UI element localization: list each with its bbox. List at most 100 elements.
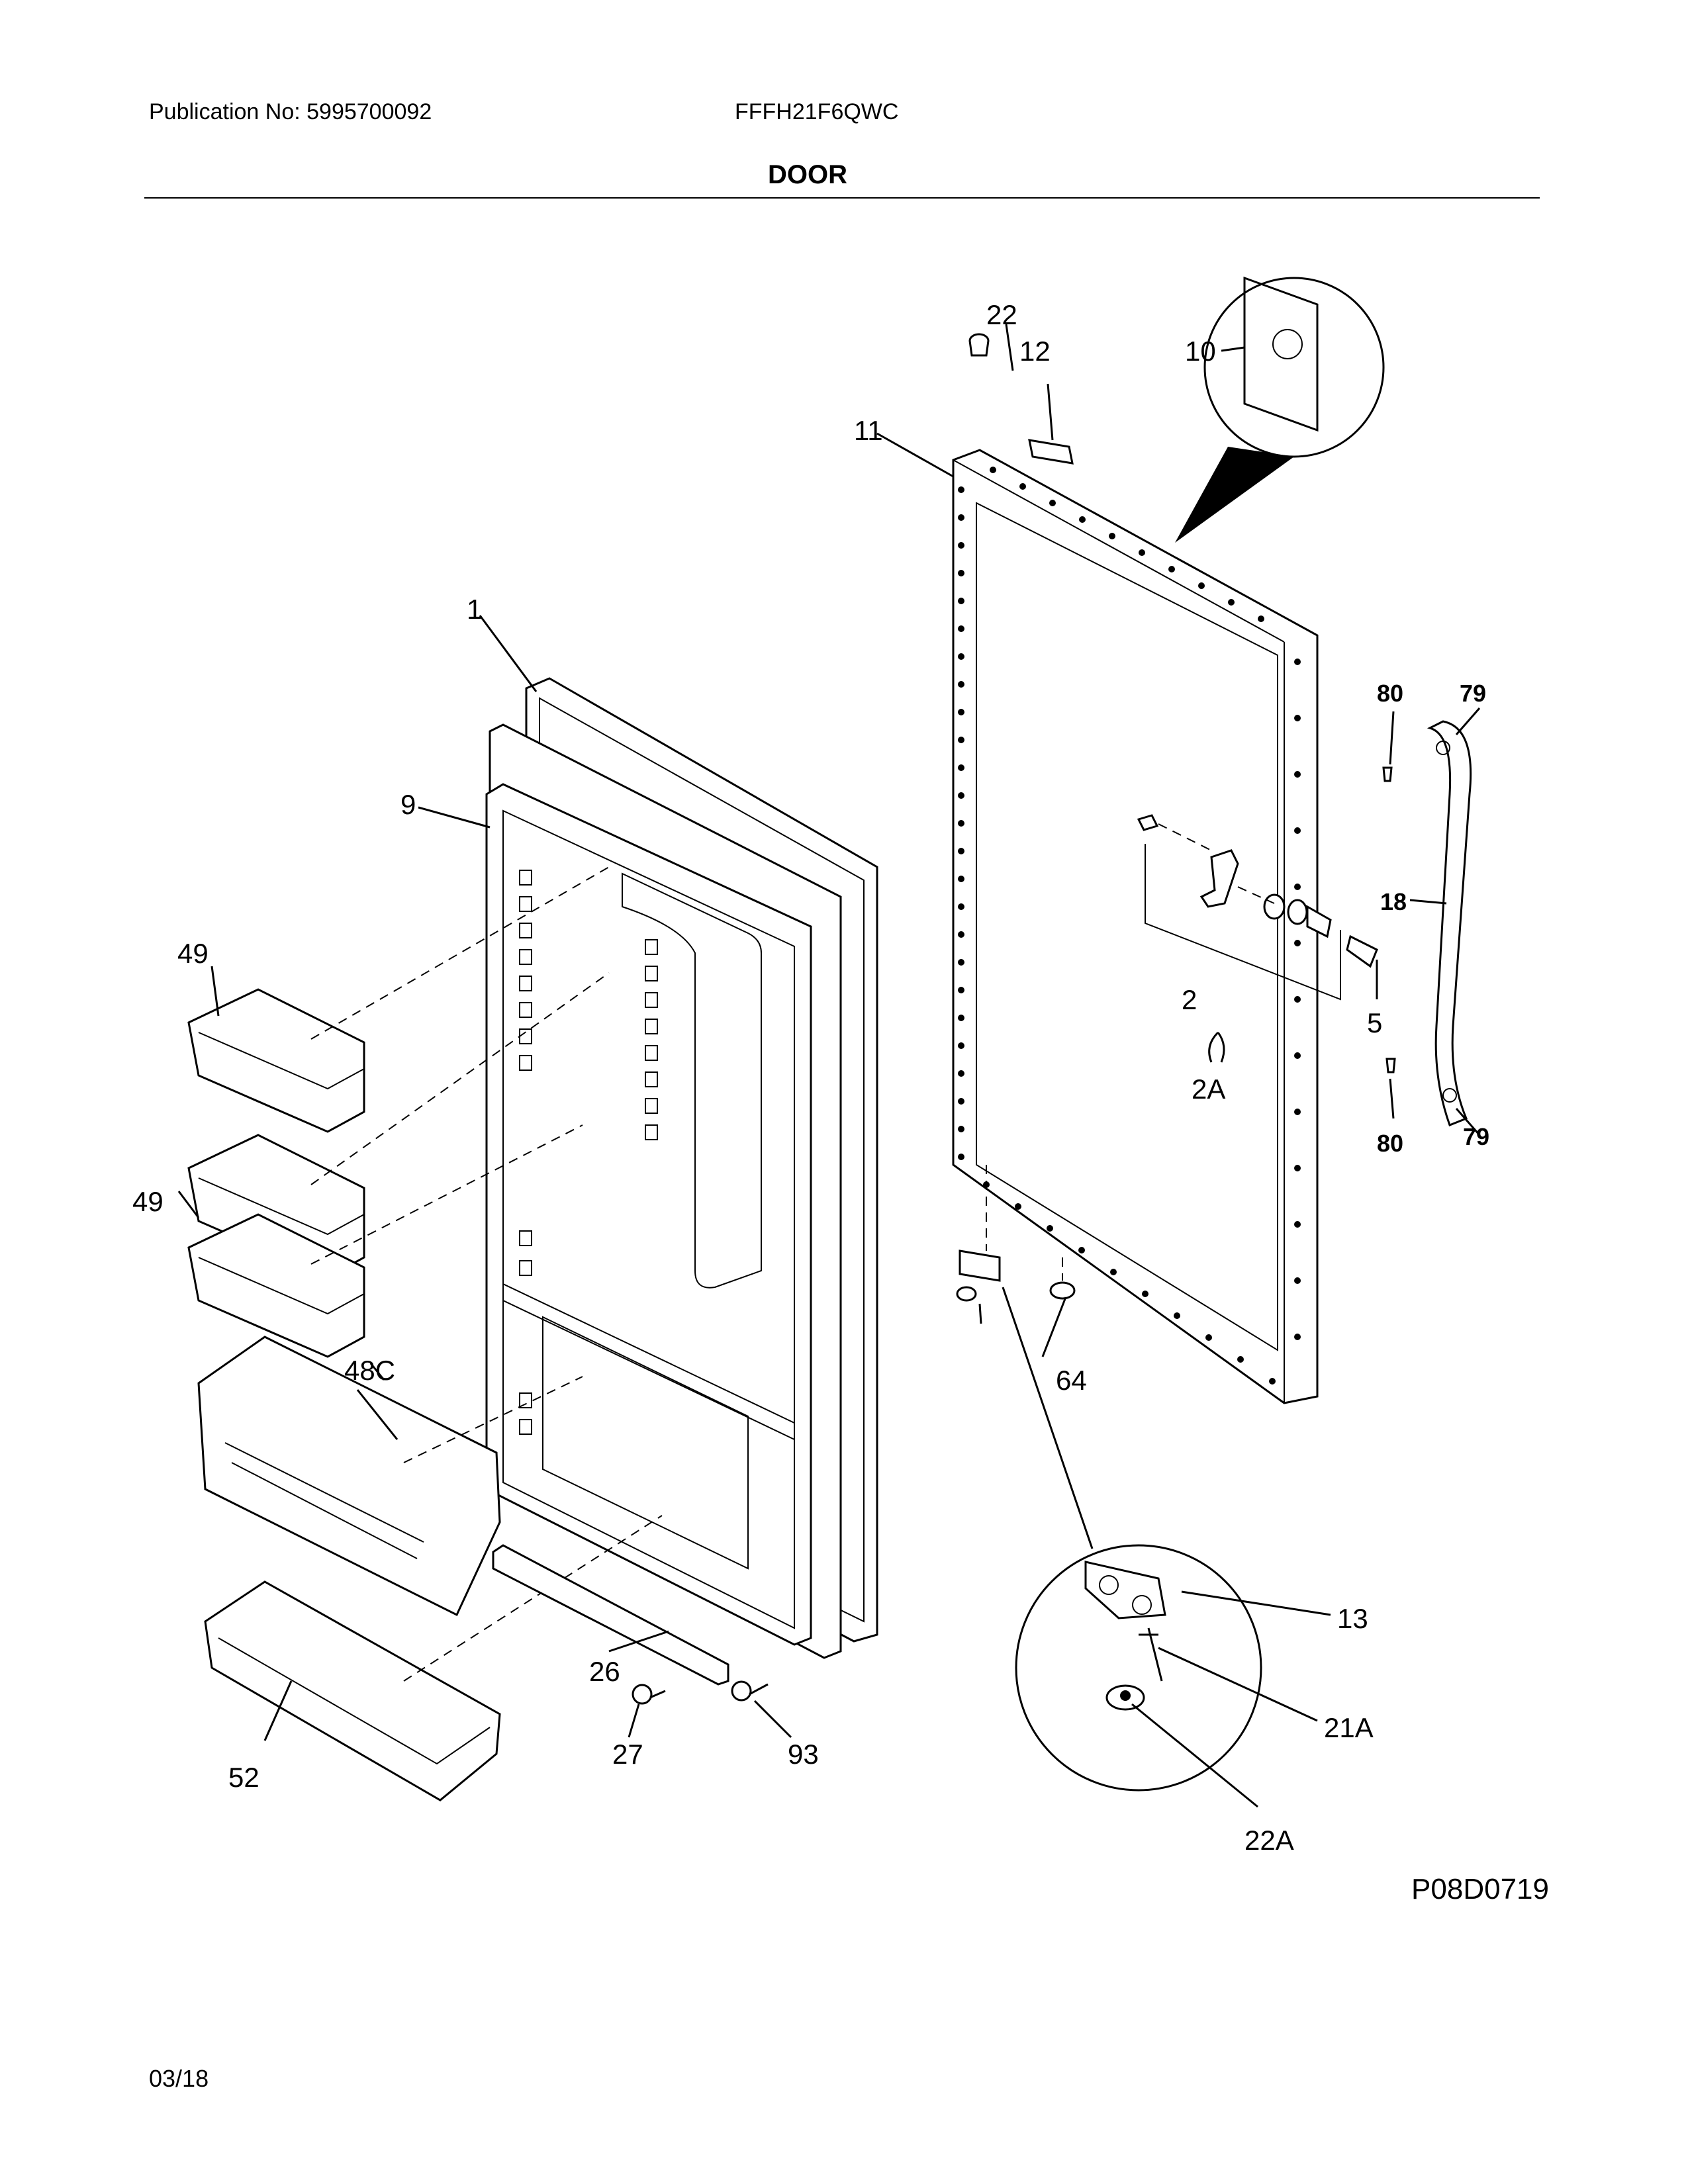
screw-hole bbox=[958, 737, 964, 743]
screw-hole bbox=[958, 1015, 964, 1021]
screw-hole bbox=[958, 903, 964, 910]
shelf-tab bbox=[519, 949, 532, 965]
callout-52: 52 bbox=[228, 1762, 259, 1793]
screw-hole bbox=[1294, 715, 1301, 721]
screw-hole bbox=[1168, 566, 1175, 572]
screw-hole bbox=[958, 681, 964, 688]
screw-hole bbox=[958, 792, 964, 799]
screw-hole bbox=[958, 959, 964, 966]
shelf-tab bbox=[519, 1392, 532, 1408]
screw-hole bbox=[958, 1126, 964, 1132]
screw-hole bbox=[1294, 1052, 1301, 1059]
screw-hole bbox=[1294, 1334, 1301, 1340]
inner-door-liner bbox=[485, 723, 842, 1659]
screw-hole bbox=[1049, 500, 1056, 506]
screw-hole bbox=[1139, 549, 1145, 556]
screw-hole bbox=[958, 570, 964, 576]
door-handle bbox=[1382, 720, 1472, 1126]
screw-hole bbox=[958, 876, 964, 882]
door-bin-lower bbox=[187, 1213, 365, 1358]
screw-hole bbox=[958, 625, 964, 632]
callout-64: 64 bbox=[1056, 1365, 1087, 1396]
screw-hole bbox=[958, 486, 964, 493]
shelf-tab bbox=[519, 923, 532, 938]
screw-hole bbox=[958, 653, 964, 660]
figure-code: P08D0719 bbox=[1411, 1873, 1549, 1905]
screw-hole bbox=[958, 709, 964, 715]
callout-5: 5 bbox=[1367, 1007, 1382, 1038]
screw-hole bbox=[1142, 1291, 1149, 1297]
screw-hole bbox=[1047, 1225, 1053, 1232]
alignment-lines bbox=[310, 866, 1063, 1682]
screw-hole bbox=[1205, 1334, 1212, 1341]
shelf-tab bbox=[519, 1260, 532, 1276]
screw-hole bbox=[958, 987, 964, 993]
callout-18: 18 bbox=[1380, 888, 1407, 915]
door-panel-holes bbox=[958, 467, 1301, 1385]
screw-hole bbox=[1294, 827, 1301, 834]
screw-hole bbox=[1019, 483, 1026, 490]
callout-9: 9 bbox=[400, 789, 416, 820]
latch-parts bbox=[1137, 814, 1378, 1063]
door-bin-upper bbox=[187, 988, 365, 1133]
callout-93: 93 bbox=[788, 1739, 819, 1770]
callout-labels: 1 9 11 22 12 10 80 79 18 2 5 2A 80 79 64… bbox=[132, 299, 1489, 1856]
leader-lines bbox=[177, 324, 1481, 1808]
callout-1: 1 bbox=[467, 594, 482, 625]
header-rule bbox=[144, 197, 1540, 199]
shelf-tab bbox=[645, 1071, 658, 1087]
callout-27: 27 bbox=[612, 1739, 643, 1770]
screw-hole bbox=[958, 514, 964, 521]
screw-hole bbox=[1294, 1109, 1301, 1115]
callout-79-top: 79 bbox=[1460, 680, 1486, 707]
callout-10: 10 bbox=[1185, 336, 1216, 367]
door-bin-bottom bbox=[204, 1580, 501, 1801]
shelf-tab bbox=[645, 1124, 658, 1140]
callout-80-bottom: 80 bbox=[1377, 1130, 1403, 1157]
screw-hole bbox=[958, 542, 964, 549]
callout-49-bottom: 49 bbox=[132, 1186, 164, 1217]
callout-48c: 48C bbox=[344, 1355, 395, 1386]
screw-hole bbox=[1294, 996, 1301, 1003]
callout-49-top: 49 bbox=[177, 938, 209, 969]
shelf-tab bbox=[519, 1002, 532, 1018]
screw-hole bbox=[1258, 615, 1264, 622]
shelf-tab bbox=[519, 1419, 532, 1435]
door-bin-large bbox=[197, 1336, 501, 1617]
model-number: FFFH21F6QWC bbox=[735, 99, 899, 124]
screw-hole bbox=[1198, 582, 1205, 589]
callout-21a: 21A bbox=[1324, 1712, 1374, 1743]
callout-26: 26 bbox=[589, 1656, 620, 1687]
top-cap-parts bbox=[968, 333, 1074, 465]
callout-13: 13 bbox=[1337, 1603, 1368, 1634]
screw-hole bbox=[958, 1154, 964, 1160]
screw-hole bbox=[990, 467, 996, 473]
shelf-tab bbox=[645, 1098, 658, 1114]
thermostat-detail bbox=[1175, 276, 1385, 543]
callout-11: 11 bbox=[854, 415, 883, 446]
screw-hole bbox=[958, 1042, 964, 1049]
screw-hole bbox=[958, 1070, 964, 1077]
callout-22: 22 bbox=[986, 299, 1017, 330]
screw-hole bbox=[1294, 884, 1301, 890]
shelf-tab bbox=[519, 896, 532, 912]
shelf-tab bbox=[519, 1230, 532, 1246]
publication-number: Publication No: 5995700092 bbox=[149, 99, 432, 124]
screw-hole bbox=[1294, 1221, 1301, 1228]
screw-hole bbox=[958, 848, 964, 854]
screw-hole bbox=[1237, 1356, 1244, 1363]
screw-hole bbox=[1079, 516, 1086, 523]
door-bin-middle bbox=[187, 1134, 365, 1279]
callout-2: 2 bbox=[1182, 984, 1197, 1015]
shelf-tab bbox=[519, 976, 532, 991]
callout-79-bottom: 79 bbox=[1463, 1123, 1489, 1150]
screw-hole bbox=[1015, 1203, 1021, 1210]
callout-2a: 2A bbox=[1192, 1073, 1225, 1105]
screw-hole bbox=[958, 931, 964, 938]
shelf-tab bbox=[645, 1045, 658, 1061]
callout-22a: 22A bbox=[1244, 1825, 1294, 1856]
screw-hole bbox=[958, 764, 964, 771]
shelf-tab bbox=[645, 1019, 658, 1034]
shelf-tab bbox=[519, 1055, 532, 1071]
